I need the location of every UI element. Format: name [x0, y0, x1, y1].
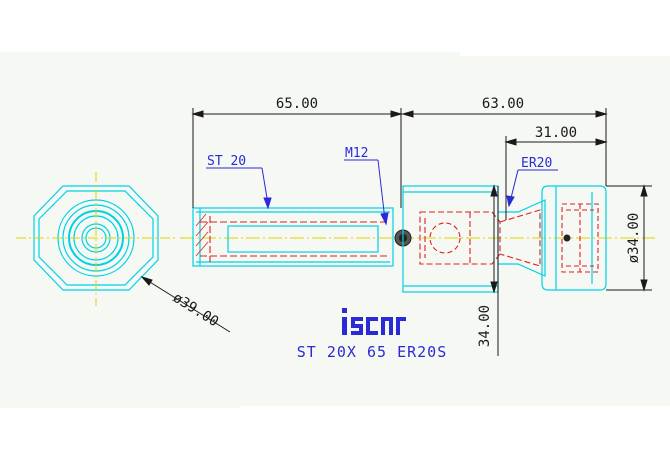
iscar-logo [342, 308, 406, 335]
panel-left-low [0, 300, 240, 408]
dimension-lines [191, 108, 652, 356]
nut-length-text: 31.00 [535, 125, 577, 141]
nut-diameter-text: ø34.00 [626, 213, 642, 264]
flange-height-text: 34.00 [477, 305, 493, 347]
shank-length-text: 65.00 [276, 96, 318, 112]
body-length-text: 63.00 [482, 96, 524, 112]
collet-label: ER20 [521, 156, 552, 171]
thread-label: M12 [345, 146, 368, 161]
caption: ST 20X 65 ER20S [297, 343, 447, 361]
nut-center-dot [563, 234, 571, 242]
collet-nut [541, 185, 607, 291]
shank-label: ST 20 [207, 154, 246, 169]
annotation-leaders [206, 159, 558, 226]
end-diameter-leader [140, 276, 231, 333]
end-view-centerlines [16, 172, 178, 306]
collet-hidden [561, 203, 599, 273]
shank-hidden [200, 216, 388, 262]
body-bore [429, 222, 461, 254]
shank [192, 207, 394, 267]
shank-hatch [195, 213, 209, 257]
body-hidden [419, 209, 541, 267]
